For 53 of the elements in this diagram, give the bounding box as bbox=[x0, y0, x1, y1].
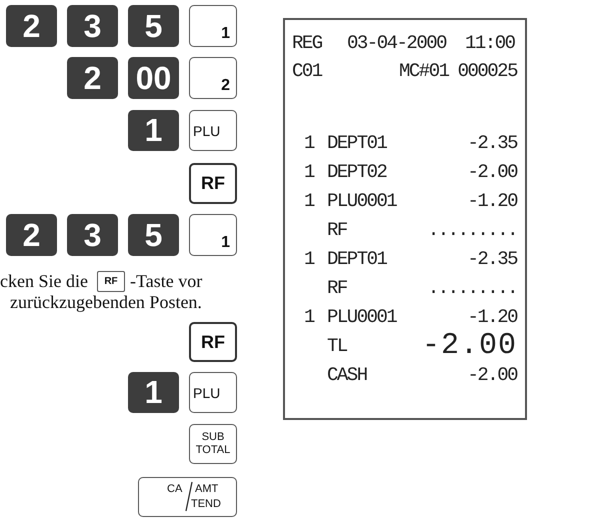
number-key: 5 bbox=[128, 5, 179, 47]
receipt-text: 1 bbox=[304, 306, 314, 328]
receipt-paper bbox=[283, 18, 527, 420]
department-key: 1 bbox=[189, 214, 237, 256]
receipt-text: -1.20 bbox=[467, 306, 517, 328]
refund-key: RF bbox=[189, 322, 237, 362]
receipt-text: MC#01 bbox=[399, 60, 449, 82]
number-key: 2 bbox=[6, 5, 57, 47]
receipt-text: 1 bbox=[304, 161, 314, 183]
subtotal-key: SUB TOTAL bbox=[189, 424, 237, 464]
receipt-text: DEPT01 bbox=[327, 132, 386, 154]
instruction-text: zurückzugebenden Posten. bbox=[10, 292, 202, 312]
number-key: 5 bbox=[128, 214, 179, 256]
instruction-text: cken Sie die bbox=[0, 271, 88, 291]
receipt-text: 000025 bbox=[458, 60, 517, 82]
receipt-text: 1 bbox=[304, 132, 314, 154]
receipt-text: DEPT01 bbox=[327, 248, 386, 270]
receipt-text: ......... bbox=[428, 277, 517, 299]
receipt-text: -2.00 bbox=[422, 330, 517, 362]
receipt-text: -2.35 bbox=[467, 132, 517, 154]
receipt-text: PLU0001 bbox=[327, 190, 396, 212]
refund-key: RF bbox=[189, 163, 237, 204]
number-key: 3 bbox=[67, 214, 118, 256]
instruction-text: -Taste vor bbox=[130, 271, 202, 291]
number-key: 1 bbox=[128, 372, 179, 413]
receipt-text: TL bbox=[327, 335, 347, 357]
receipt-text: DEPT02 bbox=[327, 161, 386, 183]
number-key: 3 bbox=[67, 5, 118, 47]
number-key: 1 bbox=[128, 110, 179, 151]
receipt-text: C01 bbox=[292, 60, 322, 82]
department-key: 1 bbox=[189, 5, 237, 47]
receipt-text: 1 bbox=[304, 248, 314, 270]
receipt-text: RF bbox=[327, 219, 347, 241]
plu-key: PLU bbox=[189, 372, 237, 413]
receipt-text: -2.00 bbox=[467, 161, 517, 183]
receipt-text: REG bbox=[292, 32, 322, 54]
number-key: 2 bbox=[6, 214, 57, 256]
cash-amount-tender-key: CA AMT TEND bbox=[138, 477, 237, 517]
receipt-text: ......... bbox=[428, 219, 517, 241]
receipt-text: 11:00 bbox=[465, 32, 515, 54]
plu-key: PLU bbox=[189, 110, 237, 151]
receipt-text: -1.20 bbox=[467, 190, 517, 212]
receipt-text: CASH bbox=[327, 364, 367, 386]
number-key: 00 bbox=[128, 57, 179, 99]
receipt-text: RF bbox=[327, 277, 347, 299]
department-key: 2 bbox=[189, 57, 237, 99]
number-key: 2 bbox=[67, 57, 118, 99]
receipt-text: 1 bbox=[304, 190, 314, 212]
receipt-text: -2.00 bbox=[467, 364, 517, 386]
refund-key: RF bbox=[97, 271, 125, 292]
receipt-text: 03-04-2000 bbox=[347, 32, 446, 54]
receipt-text: -2.35 bbox=[467, 248, 517, 270]
receipt-text: PLU0001 bbox=[327, 306, 396, 328]
